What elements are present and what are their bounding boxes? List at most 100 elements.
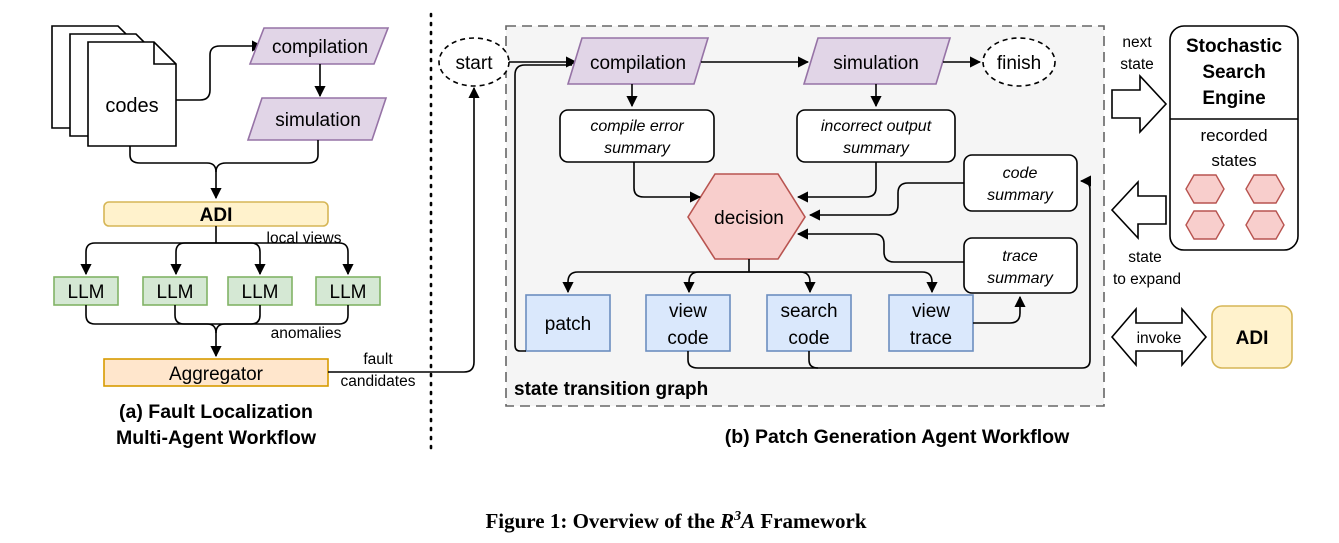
graph-simulation-node — [802, 37, 952, 85]
caption-var-a: A — [739, 509, 755, 533]
invoke-double-arrow-icon — [1110, 306, 1208, 368]
next-state-line2: state — [1120, 56, 1154, 73]
engine-line1: Stochastic — [1186, 36, 1283, 57]
compile-error-line1: compile error — [590, 118, 684, 135]
code-summary-line1: code — [1003, 165, 1038, 182]
graph-simulation-label: simulation — [833, 53, 919, 74]
caption-prefix: Figure 1: Overview of the — [485, 509, 720, 533]
caption-var-exp: 3 — [733, 509, 741, 524]
codes-label: codes — [105, 95, 158, 117]
arrow-llm-3-to-aggregator — [216, 305, 261, 325]
arrow-adi-to-llm-4 — [216, 242, 354, 276]
caption-a-line2: Multi-Agent Workflow — [116, 427, 317, 449]
arrow-compile-error-to-decision — [633, 162, 702, 203]
search-code-box — [766, 294, 852, 352]
decision-node — [687, 173, 806, 260]
recorded-state-hexagon-4 — [1245, 210, 1285, 240]
recorded-state-hexagon-1 — [1185, 174, 1225, 204]
fault-label: fault — [363, 351, 393, 368]
next-state-line1: next — [1122, 34, 1152, 51]
start-label: start — [456, 53, 494, 74]
state-transition-graph-label: state transition graph — [514, 379, 708, 400]
view-code-line1: view — [669, 301, 707, 322]
recorded-state-hexagons — [1185, 174, 1285, 240]
arrow-codes-to-compilation — [176, 40, 264, 101]
local-views-label: local views — [267, 230, 342, 247]
llm-label-3: LLM — [242, 282, 279, 303]
view-code-line2: code — [667, 328, 708, 349]
decision-label: decision — [714, 208, 784, 229]
arrow-decision-to-patch — [562, 271, 749, 294]
arrow-decision-to-view-trace — [749, 271, 938, 294]
recorded-states-line2: states — [1211, 151, 1256, 170]
arrow-llm-1-to-aggregator — [85, 305, 217, 334]
view-trace-line2: trace — [910, 328, 952, 349]
arrow-adi-to-llm-2 — [170, 242, 216, 276]
trace-summary-box — [963, 237, 1078, 294]
llm-box-2 — [142, 276, 208, 306]
arrow-llm-4-to-aggregator — [210, 305, 349, 358]
caption-a-line1: (a) Fault Localization — [119, 401, 313, 423]
graph-compilation-label: compilation — [590, 53, 686, 74]
adi-label: ADI — [200, 205, 233, 226]
arrow-adi-to-llm-1 — [80, 242, 216, 276]
arrow-decision-to-view-code — [683, 271, 749, 294]
view-code-box — [645, 294, 731, 352]
arrow-llm-2-to-aggregator — [174, 305, 216, 325]
finish-label: finish — [997, 53, 1041, 74]
state-to-expand-line2: to expand — [1113, 271, 1181, 288]
aggregator-label: Aggregator — [169, 364, 264, 385]
search-code-line2: code — [788, 328, 829, 349]
state-to-expand-arrow-icon — [1110, 179, 1167, 241]
llm-label-4: LLM — [330, 282, 367, 303]
compilation-node — [248, 27, 390, 65]
llm-label-2: LLM — [157, 282, 194, 303]
candidates-label: candidates — [341, 373, 416, 390]
finish-node — [982, 37, 1056, 87]
recorded-state-hexagon-2 — [1245, 174, 1285, 204]
arrow-view-code-to-code-summary — [687, 175, 1092, 369]
patch-label: patch — [545, 314, 591, 335]
compile-error-summary-box — [559, 109, 715, 163]
llm-box-1 — [53, 276, 119, 306]
llm-box-4 — [315, 276, 381, 306]
view-trace-line1: view — [912, 301, 950, 322]
right-adi-box — [1211, 305, 1293, 369]
arrow-aggregator-to-start — [328, 86, 480, 373]
incorrect-output-line1: incorrect output — [821, 118, 932, 135]
figure-caption: Figure 1: Overview of the R3A Framework — [485, 509, 866, 533]
engine-line3: Engine — [1202, 88, 1265, 109]
recorded-state-hexagon-3 — [1185, 210, 1225, 240]
caption-suffix: Framework — [755, 509, 867, 533]
arrow-search-code-to-code-summary — [808, 351, 819, 369]
compile-error-line2: summary — [604, 140, 671, 157]
search-code-line1: search — [780, 301, 837, 322]
panel-fault-localization: codes compilation simulation ADI local v… — [51, 25, 480, 449]
engine-line2: Search — [1202, 62, 1265, 83]
trace-summary-line2: summary — [987, 270, 1054, 287]
right-adi-label: ADI — [1236, 328, 1269, 349]
aggregator-box — [103, 358, 329, 387]
arrow-patch-to-compilation — [514, 64, 572, 352]
simulation-label: simulation — [275, 110, 361, 131]
incorrect-output-line2: summary — [843, 140, 910, 157]
simulation-node — [246, 97, 388, 141]
arrow-trace-summary-to-decision — [796, 228, 964, 263]
graph-compilation-node — [566, 37, 710, 85]
invoke-label: invoke — [1137, 330, 1182, 347]
patch-box — [525, 294, 611, 352]
codes-document-stack-icon — [51, 25, 177, 147]
caption-b: (b) Patch Generation Agent Workflow — [725, 426, 1070, 448]
arrow-simulation-to-adi — [215, 140, 319, 173]
arrow-adi-to-llm-3 — [216, 242, 266, 276]
arrow-view-trace-to-trace-summary — [973, 295, 1026, 324]
code-summary-line2: summary — [987, 187, 1054, 204]
anomalies-label: anomalies — [271, 325, 342, 342]
recorded-states-line1: recorded — [1200, 126, 1267, 145]
arrow-codes-to-adi — [129, 146, 222, 200]
panel-patch-generation: start compilation simulation finish comp… — [438, 25, 1105, 448]
caption-var-r: R — [719, 509, 734, 533]
arrow-code-summary-to-decision — [808, 182, 964, 221]
llm-label-1: LLM — [68, 282, 105, 303]
